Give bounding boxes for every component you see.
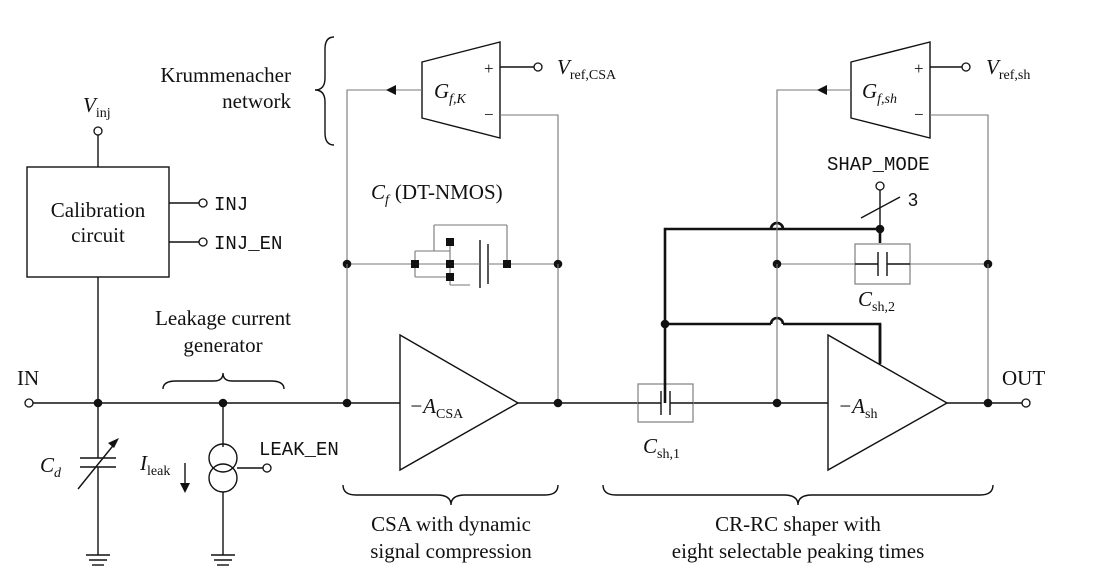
detector-capacitance: Cd xyxy=(40,403,119,566)
gfk-minus: − xyxy=(484,105,494,124)
gfk-label: Gf,K xyxy=(434,79,467,107)
inj-label: INJ xyxy=(214,194,248,216)
variable-cap-arrow-icon xyxy=(108,438,119,448)
csh2-label: Csh,2 xyxy=(858,287,895,315)
gfk-amplifier xyxy=(421,41,501,139)
vref-sh-label: Vref,sh xyxy=(986,55,1030,83)
gfsh-minus: − xyxy=(914,105,924,124)
calibration-label-line2: circuit xyxy=(71,223,125,247)
gfk-output-arrow-icon xyxy=(386,85,396,95)
shaper-feedback-cap: Csh,2 xyxy=(777,243,988,315)
krummenacher-brace xyxy=(314,36,335,146)
in-label: IN xyxy=(17,366,39,390)
shaper-brace xyxy=(602,484,994,506)
csa-desc-line1: CSA with dynamic xyxy=(371,512,531,536)
calibration-circuit: Calibration circuit Vinj INJ INJ_EN xyxy=(26,93,282,403)
calibration-label-line1: Calibration xyxy=(51,198,146,222)
out-label: OUT xyxy=(1002,366,1045,390)
leakage-label-line1: Leakage current xyxy=(155,306,291,330)
current-source-circle-bottom xyxy=(208,463,238,493)
vref-csa-label: Vref,CSA xyxy=(557,55,617,83)
gfk-plus: + xyxy=(484,59,494,78)
inj-en-terminal xyxy=(198,237,208,247)
calibration-box xyxy=(26,166,170,278)
shap-mode-terminal xyxy=(875,181,885,191)
csa-triangle xyxy=(399,333,520,472)
shaper-amplifier: −Ash xyxy=(827,333,949,472)
shap-mode-input: SHAP_MODE 3 xyxy=(827,154,930,229)
leakage-brace xyxy=(162,372,285,390)
gfsh-output-arrow-icon xyxy=(817,85,827,95)
cd-label: Cd xyxy=(40,453,62,481)
shap-mode-label: SHAP_MODE xyxy=(827,154,930,176)
krummenacher-label-line2: network xyxy=(222,89,291,113)
in-terminal xyxy=(24,398,34,408)
vref-sh-terminal xyxy=(961,62,971,72)
gfsh-amplifier xyxy=(850,41,931,139)
leak-en-terminal xyxy=(262,463,272,473)
ileak-label: Ileak xyxy=(139,451,170,479)
vref-csa-terminal xyxy=(533,62,543,72)
bus-width-label: 3 xyxy=(908,190,918,210)
ash-label: −Ash xyxy=(838,394,877,422)
leak-en-label: LEAK_EN xyxy=(259,439,339,461)
current-source-circle-top xyxy=(208,443,238,473)
csa-desc-line2: signal compression xyxy=(370,539,532,563)
vinj-label: Vinj xyxy=(83,93,111,121)
csa-amplifier: −ACSA xyxy=(399,333,520,472)
gfsh-label: Gf,sh xyxy=(862,79,897,107)
vinj-terminal xyxy=(93,126,103,136)
shaper-desc-line2: eight selectable peaking times xyxy=(672,539,925,563)
krummenacher-network: Krummenacher network Gf,K + − Vref,CSA xyxy=(160,36,617,264)
shaper-triangle xyxy=(827,333,949,472)
gfsh-plus: + xyxy=(914,59,924,78)
leakage-current-generator: Leakage current generator LEAK_EN Ileak xyxy=(139,306,339,566)
gfsh-amplifier-group: Gf,sh + − Vref,sh xyxy=(776,41,1030,264)
inj-terminal xyxy=(198,198,208,208)
out-terminal xyxy=(1021,398,1031,408)
csh1-label: Csh,1 xyxy=(643,434,680,462)
inj-en-label: INJ_EN xyxy=(214,233,282,255)
leak-current-arrow-icon xyxy=(180,483,190,493)
acsa-label: −ACSA xyxy=(409,394,464,422)
shaper-desc-line1: CR-RC shaper with xyxy=(715,512,881,536)
krummenacher-label-line1: Krummenacher xyxy=(160,63,291,87)
feedback-dtnmos: Cf(DT-NMOS) xyxy=(347,180,558,288)
csa-brace xyxy=(342,484,559,506)
leakage-label-line2: generator xyxy=(183,333,262,357)
cf-label: Cf(DT-NMOS) xyxy=(371,180,503,208)
